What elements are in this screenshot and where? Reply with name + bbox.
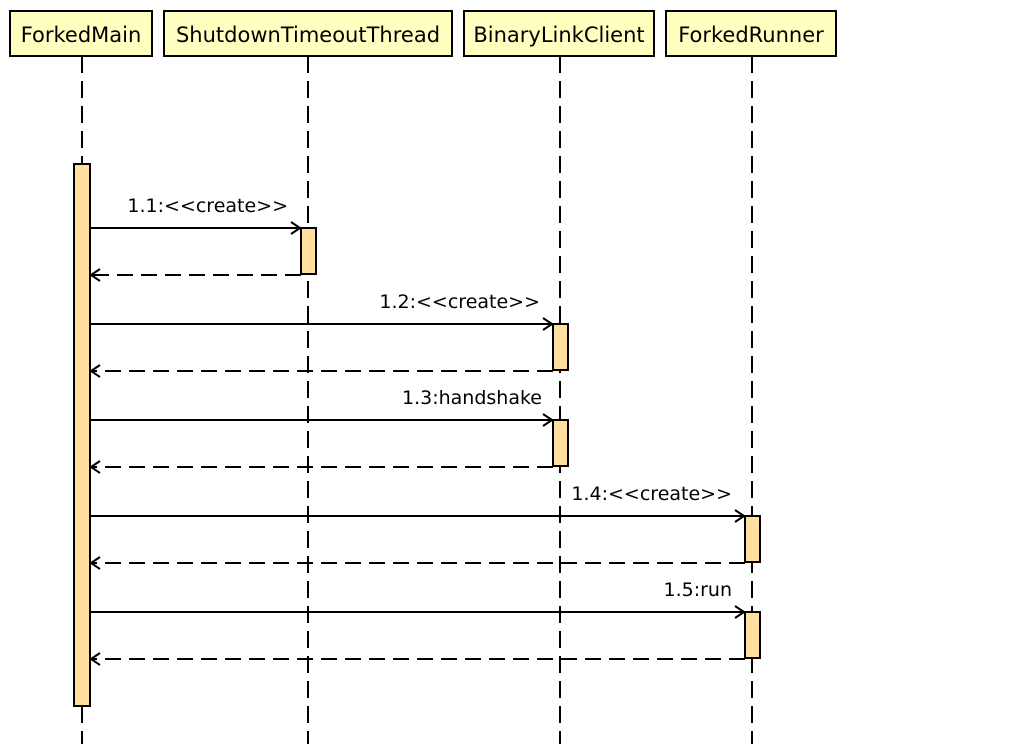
participant-box [163, 10, 453, 57]
arrowhead-open [290, 221, 302, 235]
return-1-5[interactable] [89, 652, 745, 666]
arrowhead-open [542, 317, 554, 331]
return-1-3[interactable] [89, 460, 553, 474]
arrowhead-open [89, 364, 101, 378]
activation-forked-main [73, 163, 91, 707]
message-1-5[interactable]: 1.5:run [90, 579, 746, 619]
arrowhead-open [89, 556, 101, 570]
participant-label: ShutdownTimeoutThread [176, 23, 440, 47]
message-label: 1.2:<<create>> [379, 291, 540, 313]
arrowhead-open [89, 652, 101, 666]
arrowhead-open [89, 460, 101, 474]
message-label: 1.4:<<create>> [571, 483, 732, 505]
participant-box [665, 10, 837, 57]
participant-binary-link-client[interactable]: BinaryLinkClient [463, 10, 655, 57]
message-label: 1.1:<<create>> [127, 195, 288, 217]
participant-label: BinaryLinkClient [473, 23, 644, 47]
message-1-1[interactable]: 1.1:<<create>> [90, 195, 302, 235]
activation-forked-runner-run [744, 611, 761, 659]
participant-shutdown-timeout-thread[interactable]: ShutdownTimeoutThread [163, 10, 453, 57]
return-1-1[interactable] [89, 268, 301, 282]
arrowhead-open [734, 605, 746, 619]
message-1-4[interactable]: 1.4:<<create>> [90, 483, 746, 523]
arrowhead-open [542, 413, 554, 427]
return-1-4[interactable] [89, 556, 745, 570]
message-1-2[interactable]: 1.2:<<create>> [90, 291, 554, 331]
arrowhead-open [734, 509, 746, 523]
activation-binary-link-client-create [552, 323, 569, 371]
message-label: 1.3:handshake [402, 387, 542, 409]
participant-box [9, 10, 153, 57]
message-label: 1.5:run [663, 579, 732, 601]
participant-label: ForkedRunner [678, 23, 824, 47]
participant-forked-main[interactable]: ForkedMain [9, 10, 153, 57]
participant-label: ForkedMain [21, 23, 142, 47]
message-1-3[interactable]: 1.3:handshake [90, 387, 554, 427]
return-1-2[interactable] [89, 364, 553, 378]
participant-forked-runner[interactable]: ForkedRunner [665, 10, 837, 57]
arrowhead-open [89, 268, 101, 282]
activation-binary-link-client-handshake [552, 419, 569, 467]
activation-forked-runner-create [744, 515, 761, 563]
participant-box [463, 10, 655, 57]
activation-shutdown-timeout-thread [300, 227, 317, 275]
